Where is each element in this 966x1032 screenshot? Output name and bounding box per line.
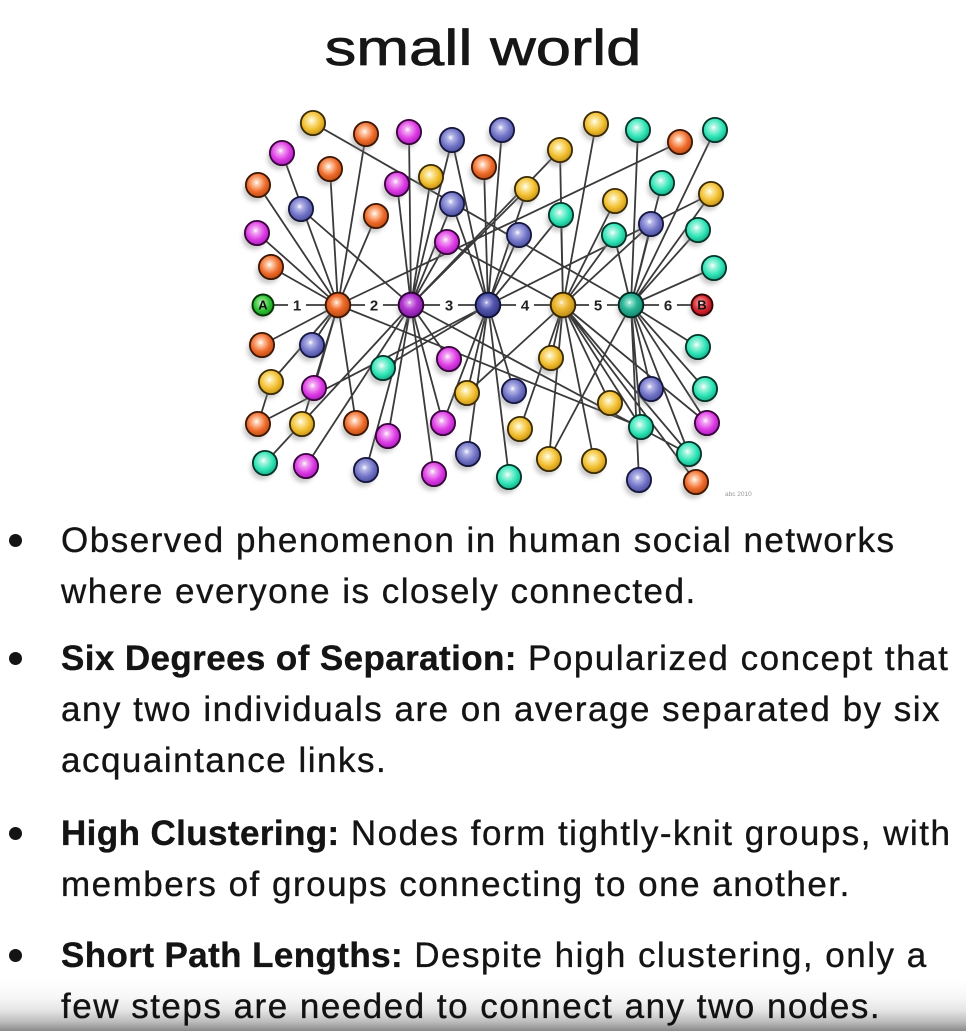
svg-text:abc 2010: abc 2010 xyxy=(725,491,752,498)
svg-text:6: 6 xyxy=(664,298,672,315)
svg-text:2: 2 xyxy=(370,298,378,315)
svg-text:B: B xyxy=(697,298,706,313)
svg-text:3: 3 xyxy=(445,298,453,315)
svg-text:A: A xyxy=(258,298,268,313)
svg-text:5: 5 xyxy=(594,298,602,315)
svg-text:1: 1 xyxy=(293,298,301,315)
svg-text:4: 4 xyxy=(521,298,530,315)
